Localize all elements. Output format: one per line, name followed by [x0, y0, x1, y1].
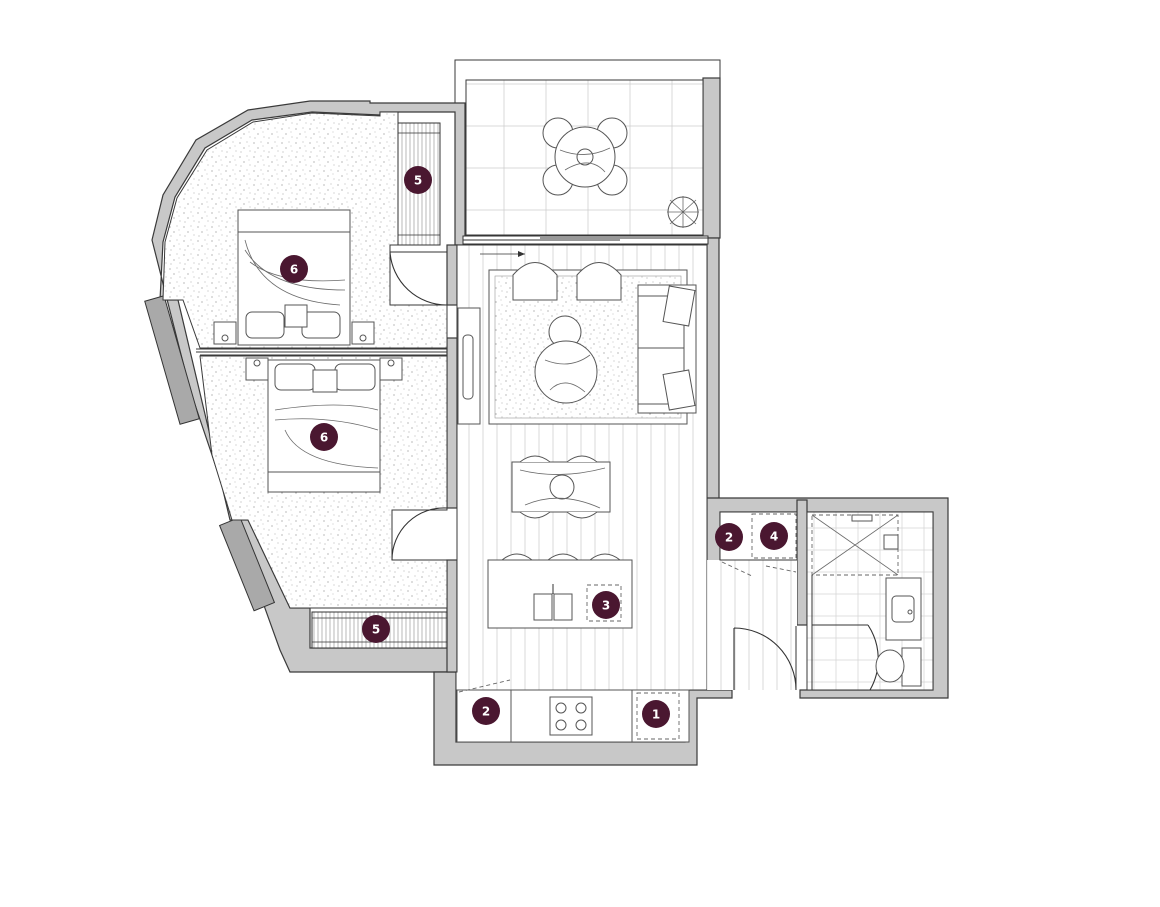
bedroom-1-door [389, 251, 448, 306]
badge-6-bottom-label: 6 [320, 431, 328, 445]
badge-2-kitchen: 2 [472, 697, 500, 725]
tv-unit [457, 307, 481, 425]
badge-1: 1 [642, 700, 670, 728]
bathroom-fittings [811, 514, 922, 691]
balcony-plant [667, 196, 699, 228]
badge-5-bottom-label: 5 [372, 623, 380, 637]
badge-5-bottom: 5 [362, 615, 390, 643]
partition-middle [446, 337, 458, 509]
badge-2-laundry-label: 2 [725, 531, 733, 545]
coffee-tables [534, 315, 598, 404]
badge-4-label: 4 [770, 530, 778, 544]
badge-5-top-label: 5 [414, 174, 422, 188]
sliding-door [462, 235, 709, 257]
badge-1-label: 1 [652, 708, 660, 722]
walls [144, 77, 949, 766]
bedroom-window-pier [144, 295, 200, 425]
badge-6-top-label: 6 [290, 263, 298, 277]
bedroom-wing-wall [151, 100, 466, 673]
armchairs [512, 262, 622, 301]
badge-5-top: 5 [404, 166, 432, 194]
partition-upper [446, 244, 458, 306]
balcony-outline [454, 59, 721, 103]
balcony-table-set [542, 117, 628, 196]
badge-2-laundry: 2 [715, 523, 743, 551]
dining-set [511, 455, 611, 519]
badge-2-kitchen-label: 2 [482, 705, 490, 719]
hallway-floor [707, 560, 797, 690]
sofa [637, 284, 697, 414]
badge-6-bottom: 6 [310, 423, 338, 451]
badge-6-top: 6 [280, 255, 308, 283]
balcony-east-wall [702, 77, 721, 239]
living-east-wall [706, 237, 720, 501]
badge-3: 3 [592, 591, 620, 619]
bath-partition [796, 499, 808, 626]
laundry-cupboard [721, 513, 797, 577]
bed-2 [245, 357, 403, 493]
bedroom-2-door [391, 507, 448, 561]
entry-door [733, 626, 797, 691]
room-key-badges: 1 2 2 3 4 5 5 6 [280, 166, 788, 728]
badge-3-label: 3 [602, 599, 610, 613]
badge-4: 4 [760, 522, 788, 550]
bedroom2-window-pier [218, 516, 276, 612]
partition-lower [446, 559, 458, 673]
